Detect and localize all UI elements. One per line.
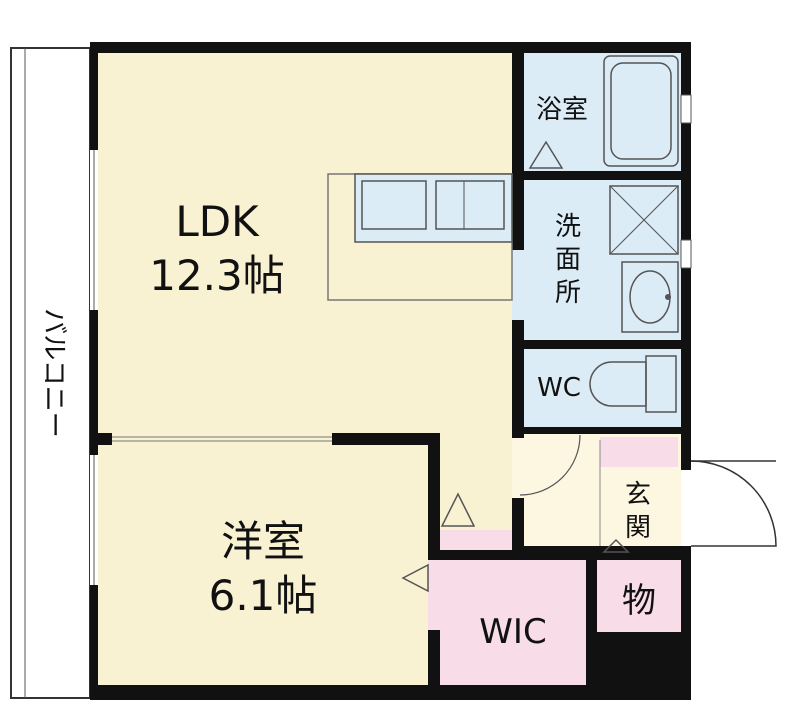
bath-label: 浴室 (536, 95, 588, 125)
hallway (524, 434, 595, 546)
kitchen-sink (354, 173, 513, 243)
washroom-label-1: 洗 (555, 212, 581, 242)
step-area (600, 437, 678, 467)
storage-room (597, 560, 681, 632)
ldk-passage (440, 250, 512, 530)
washroom-label-2: 面 (555, 245, 581, 275)
wash-basin (621, 261, 679, 333)
wc-room (524, 349, 681, 427)
entrance-label-1: 玄 (625, 480, 651, 510)
western-room (98, 445, 428, 685)
ldk-size: 12.3帖 (149, 251, 285, 300)
washroom-label-3: 所 (555, 278, 581, 308)
bathtub (603, 55, 679, 167)
wic-room (440, 560, 586, 685)
balcony-area (10, 47, 91, 699)
toilet (589, 355, 677, 413)
balcony-label: バルコニー (39, 308, 69, 437)
entrance-label-2: 関 (625, 513, 651, 543)
washing-machine-space (609, 185, 679, 255)
storage-label: 物 (622, 581, 656, 621)
ldk-name: LDK (175, 197, 260, 246)
wc-label: WC (537, 373, 581, 403)
western-room-name: 洋室 (221, 517, 305, 566)
wic-label: WIC (479, 612, 546, 652)
western-room-size: 6.1帖 (209, 571, 318, 620)
pink-strip (440, 530, 512, 550)
washroom (524, 180, 681, 340)
